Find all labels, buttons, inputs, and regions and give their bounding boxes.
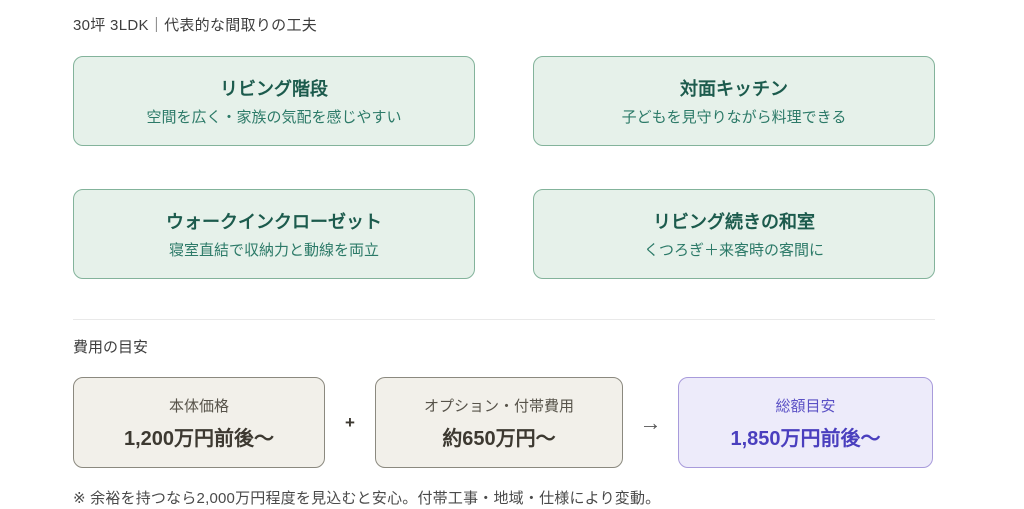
cost-box-label: オプション・付帯費用 (423, 397, 574, 415)
feature-card-tatami-room: リビング続きの和室 くつろぎ＋来客時の客間に (533, 189, 935, 279)
feature-card-open-kitchen: 対面キッチン 子どもを見守りながら料理できる (533, 56, 935, 146)
plus-operator: + (345, 412, 355, 432)
section-title: 30坪 3LDK｜代表的な間取りの工夫 (73, 17, 318, 34)
section-divider (73, 319, 935, 320)
page-content: 30坪 3LDK｜代表的な間取りの工夫 リビング階段 空間を広く・家族の気配を感… (73, 0, 935, 508)
cost-box-label: 総額目安 (775, 397, 836, 415)
cost-flow: 本体価格 1,200万円前後〜 + オプション・付帯費用 約650万円〜 → 総… (73, 377, 935, 468)
feature-card-title: 対面キッチン (680, 79, 788, 99)
feature-card-description: くつろぎ＋来客時の客間に (643, 242, 824, 259)
feature-card-title: ウォークインクローゼット (166, 212, 382, 232)
cost-box-total: 総額目安 1,850万円前後〜 (678, 377, 933, 468)
cost-box-value: 1,200万円前後〜 (123, 427, 275, 450)
feature-card-title: リビング続きの和室 (653, 212, 815, 232)
cost-box-base-price: 本体価格 1,200万円前後〜 (73, 377, 325, 468)
feature-card-description: 子どもを見守りながら料理できる (621, 109, 847, 126)
cost-section-title: 費用の目安 (73, 339, 149, 356)
cost-box-value: 約650万円〜 (442, 427, 556, 450)
feature-card-title: リビング階段 (220, 79, 328, 99)
footnote: ※ 余裕を持つなら2,000万円程度を見込むと安心。付帯工事・地域・仕様により変… (73, 490, 661, 507)
feature-card-living-stairs: リビング階段 空間を広く・家族の気配を感じやすい (73, 56, 475, 146)
feature-card-walk-in-closet: ウォークインクローゼット 寝室直結で収納力と動線を両立 (73, 189, 475, 279)
cost-box-options: オプション・付帯費用 約650万円〜 (375, 377, 623, 468)
feature-card-description: 寝室直結で収納力と動線を両立 (168, 242, 379, 259)
feature-cards-grid: リビング階段 空間を広く・家族の気配を感じやすい 対面キッチン 子どもを見守りな… (73, 56, 935, 279)
arrow-right-icon: → (639, 409, 662, 435)
cost-box-label: 本体価格 (168, 397, 229, 415)
feature-card-description: 空間を広く・家族の気配を感じやすい (146, 109, 402, 126)
cost-box-value: 1,850万円前後〜 (730, 427, 881, 450)
